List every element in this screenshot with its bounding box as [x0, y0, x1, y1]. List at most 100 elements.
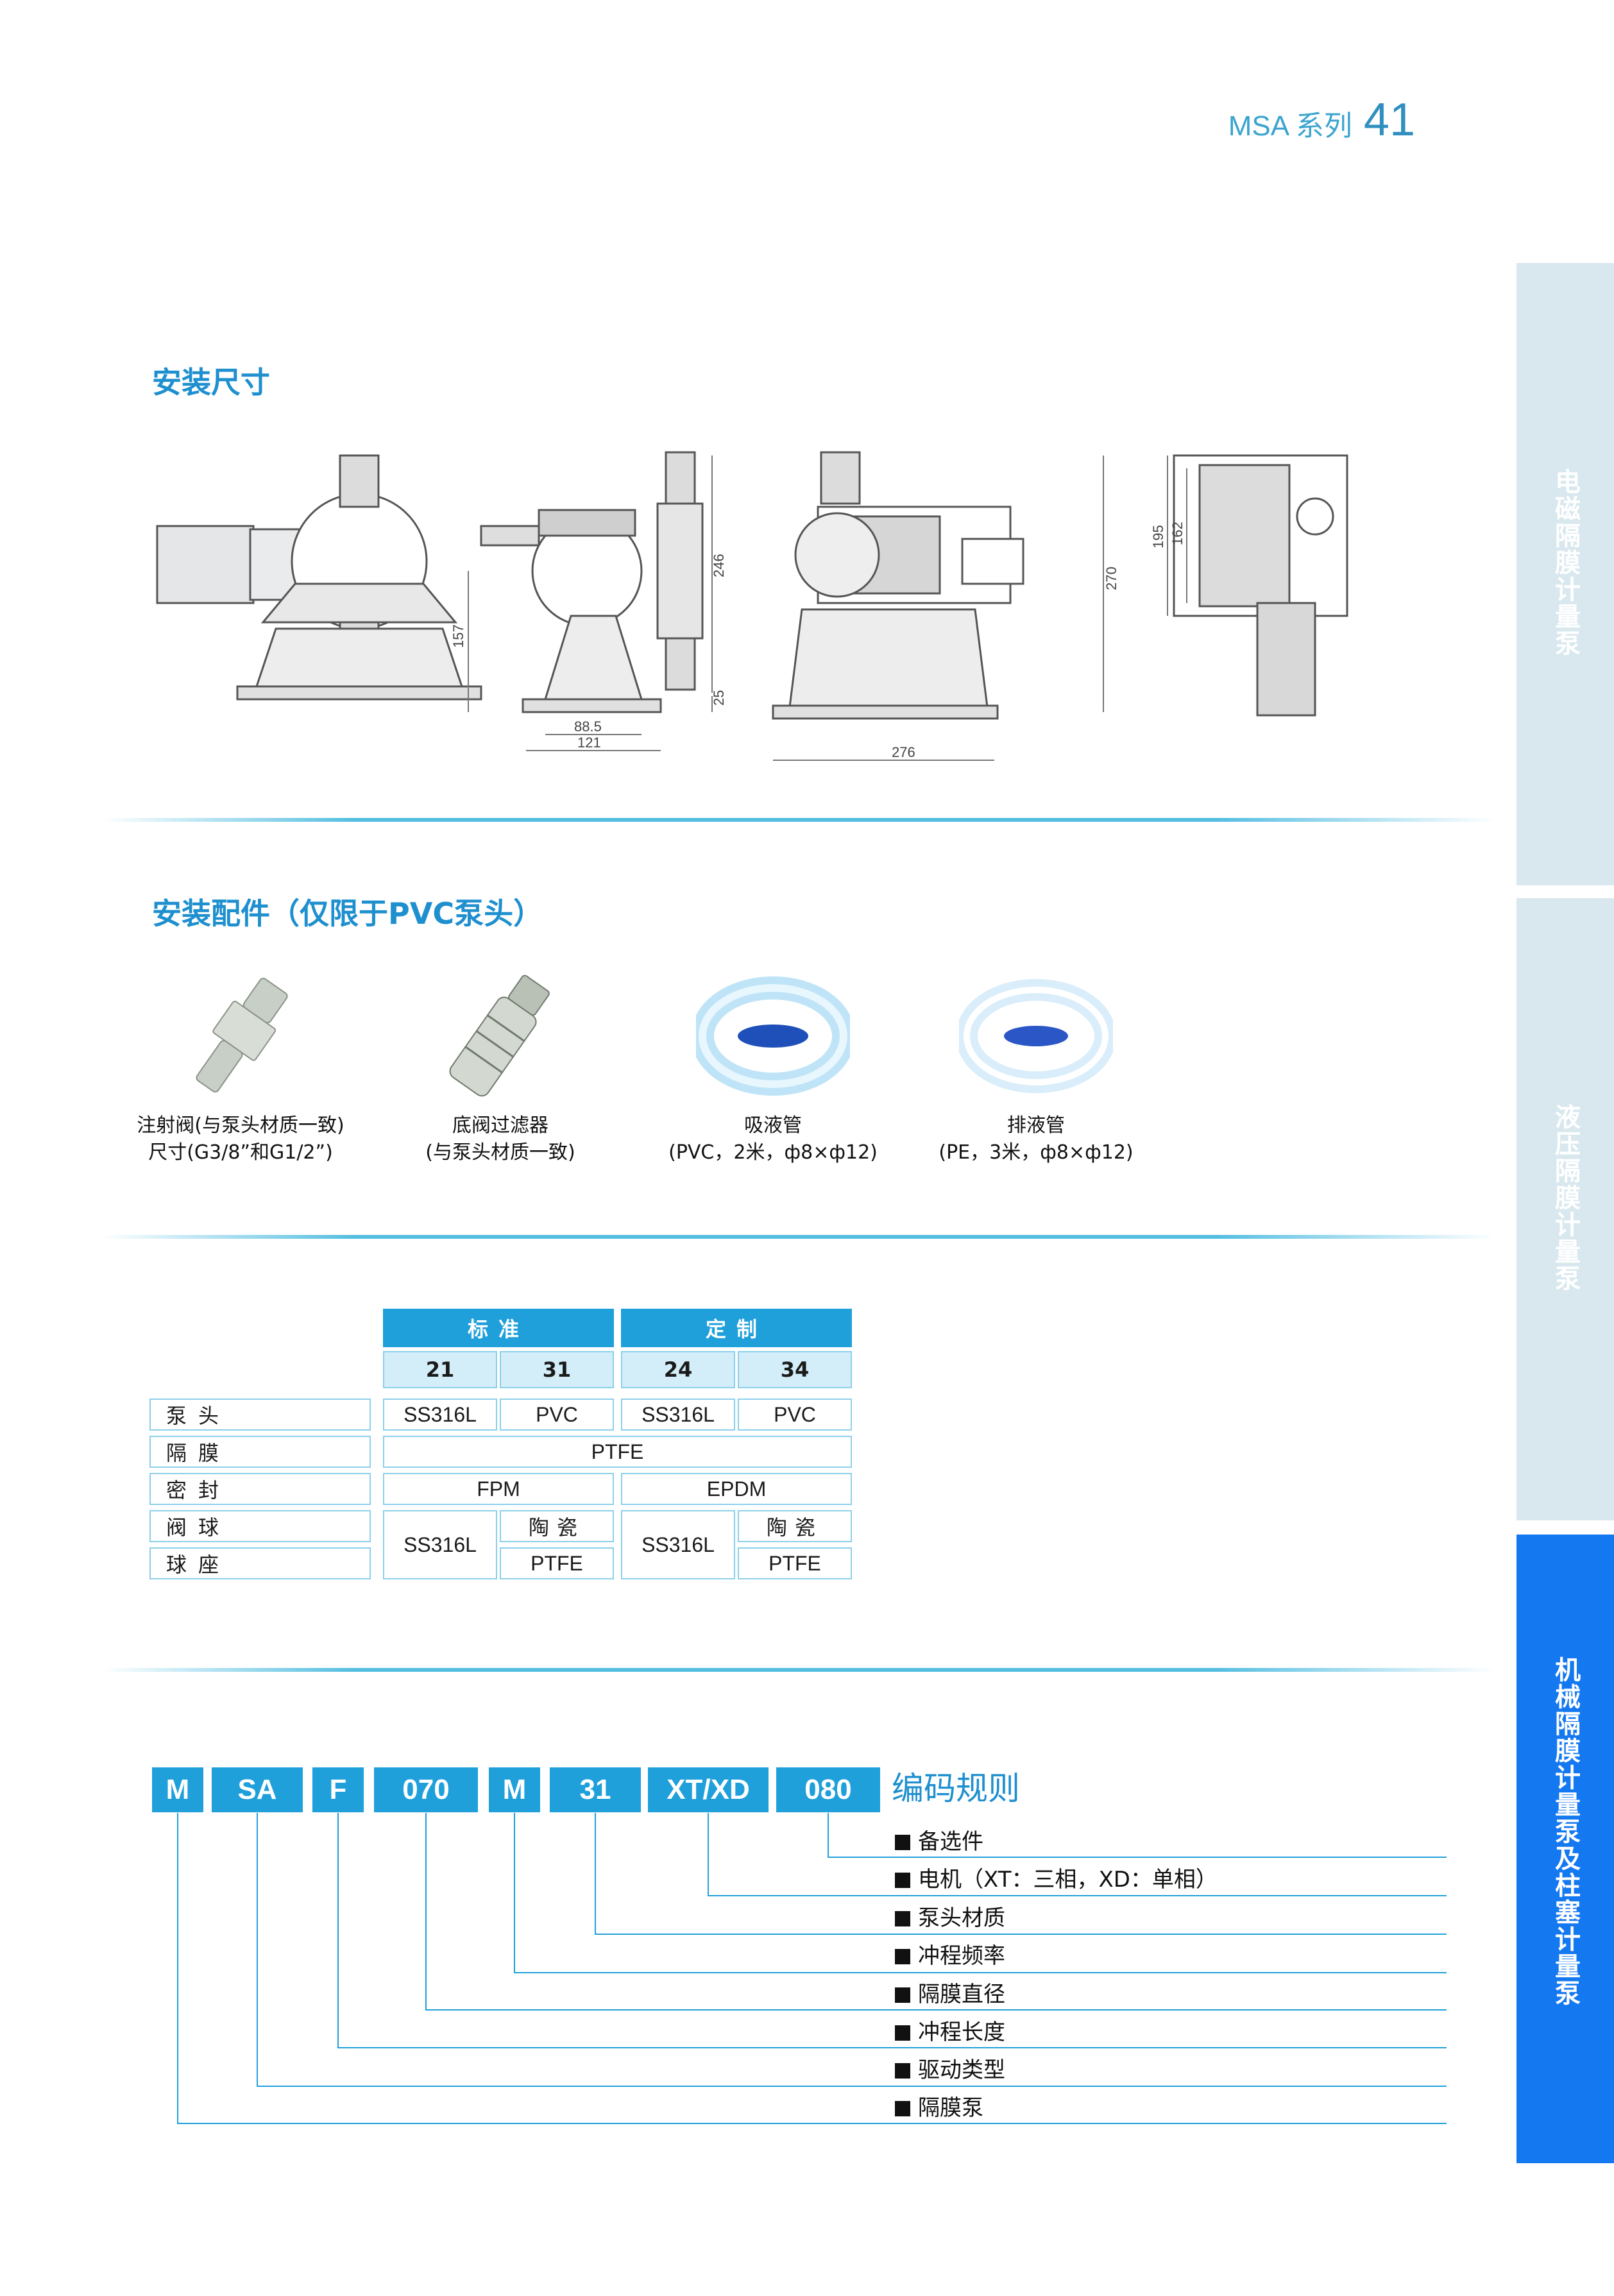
code-header: 34	[738, 1351, 852, 1388]
coding-item: 隔膜直径	[895, 1977, 1005, 2008]
cell-valve-ball: 陶瓷	[738, 1510, 852, 1542]
coding-item: 泵头材质	[895, 1900, 1005, 1932]
coding-item-label: 冲程频率	[918, 1943, 1005, 1969]
cell-ball-seat: PTFE	[738, 1547, 852, 1579]
injection-valve-icon	[196, 978, 288, 1093]
divider	[103, 1235, 1495, 1239]
side-tab-mechanical[interactable]: 机械隔膜计量泵及柱塞计量泵	[1516, 1535, 1614, 2163]
coding-title: 编码规则	[892, 1770, 1020, 1807]
side-tab-solenoid[interactable]: 电磁隔膜计量泵	[1516, 263, 1614, 885]
coding-item: 冲程长度	[895, 2014, 1005, 2046]
rear-dimension-lines	[773, 455, 1104, 761]
caption-line-1: 注射阀(与泵头材质一致)	[137, 1114, 344, 1137]
caption-line-2: (与泵头材质一致)	[425, 1141, 575, 1164]
dim-25: 25	[711, 690, 727, 706]
bullet-square-icon	[895, 2101, 910, 2116]
code-box: M	[152, 1767, 203, 1812]
side-tab-label: 电磁隔膜计量泵	[1550, 468, 1580, 657]
cell-ball-seat: PTFE	[500, 1547, 614, 1579]
group-header-standard: 标准	[383, 1309, 614, 1347]
accessory-injection-valve: 注射阀(与泵头材质一致) 尺寸(G3/8”和G1/2”)	[128, 962, 353, 1166]
bullet-square-icon	[895, 1911, 910, 1926]
dim-195: 195	[1150, 525, 1166, 548]
group-header-custom: 定制	[621, 1309, 852, 1347]
suction-tube-icon	[691, 976, 855, 1096]
cell-pump-head: SS316L	[621, 1399, 735, 1431]
row-label-valve-ball: 阀球	[149, 1510, 371, 1542]
coding-item: 电机（XT：三相，XD：单相）	[895, 1862, 1218, 1893]
side-tab-hydraulic[interactable]: 液压隔膜计量泵	[1516, 898, 1614, 1520]
cell-pump-head: SS316L	[383, 1399, 497, 1431]
dim-157: 157	[450, 624, 466, 648]
code-header: 24	[621, 1351, 735, 1388]
cell-pump-head: PVC	[738, 1399, 852, 1431]
cell-ball-seat-steel: SS316L	[621, 1510, 735, 1579]
cell-valve-ball: 陶瓷	[500, 1510, 614, 1542]
accessory-suction-tube: 吸液管 (PVC，2米，ф8×ф12)	[654, 962, 892, 1166]
caption-line-2: (PE，3米，ф8×ф12)	[939, 1141, 1134, 1164]
rear-view	[772, 451, 1024, 720]
divider	[103, 818, 1495, 822]
side-tab-label: 液压隔膜计量泵	[1550, 1103, 1580, 1292]
caption-line-1: 排液管	[1007, 1114, 1065, 1137]
caption-line-2: (PVC，2米，ф8×ф12)	[668, 1141, 878, 1164]
accessories-title: 安装配件（仅限于PVC泵头）	[152, 896, 543, 931]
coding-item-label: 冲程长度	[918, 2020, 1005, 2045]
top-view	[1173, 454, 1348, 717]
dim-246: 246	[711, 554, 727, 577]
row-label-seal: 密封	[149, 1473, 371, 1505]
code-box: XT/XD	[648, 1767, 769, 1812]
coding-item-label: 备选件	[918, 1829, 983, 1855]
side-view	[480, 451, 704, 713]
coding-item-label: 驱动类型	[918, 2057, 1005, 2083]
caption-line-2: 尺寸(G3/8”和G1/2”)	[148, 1141, 333, 1164]
code-box: 31	[550, 1767, 641, 1812]
bullet-square-icon	[895, 1873, 910, 1888]
bullet-square-icon	[895, 1987, 910, 2003]
code-header: 21	[383, 1351, 497, 1388]
bullet-square-icon	[895, 2063, 910, 2079]
page-number: 41	[1363, 94, 1415, 146]
dim-270: 270	[1103, 566, 1119, 590]
dim-162: 162	[1169, 522, 1185, 545]
caption-line-1: 底阀过滤器	[452, 1114, 548, 1137]
coding-item-label: 泵头材质	[918, 1905, 1005, 1931]
code-box: 080	[776, 1767, 880, 1812]
code-box: M	[489, 1767, 540, 1812]
coding-item: 冲程频率	[895, 1938, 1005, 1969]
pump-dimension-drawings: 157 246 25 88.5 121 270 276 195 162	[156, 451, 1348, 761]
code-header: 31	[500, 1351, 614, 1388]
divider	[103, 1668, 1495, 1672]
code-box: SA	[212, 1767, 303, 1812]
coding-item: 驱动类型	[895, 2052, 1005, 2084]
accessory-foot-valve: 底阀过滤器 (与泵头材质一致)	[398, 962, 603, 1166]
cell-ball-seat-steel: SS316L	[383, 1510, 497, 1579]
cell-seal: FPM	[383, 1473, 614, 1505]
accessory-discharge-tube: 排液管 (PE，3米，ф8×ф12)	[917, 962, 1155, 1166]
dim-121: 121	[577, 735, 601, 751]
side-tab-label: 机械隔膜计量泵及柱塞计量泵	[1550, 1656, 1580, 2007]
cell-pump-head: PVC	[500, 1399, 614, 1431]
discharge-tube-icon	[956, 979, 1116, 1093]
row-label-ball-seat: 球座	[149, 1547, 371, 1579]
front-view	[156, 454, 482, 701]
coding-item-label: 隔膜直径	[918, 1982, 1005, 2007]
dim-88-5: 88.5	[574, 719, 602, 735]
dim-276: 276	[892, 744, 915, 760]
side-dimension-lines	[468, 455, 713, 751]
coding-item: 备选件	[895, 1824, 983, 1855]
foot-valve-icon	[449, 974, 550, 1097]
top-dimension-lines	[1167, 455, 1187, 616]
series-label: MSA 系列	[1228, 110, 1352, 142]
coding-item: 隔膜泵	[895, 2090, 983, 2122]
cell-diaphragm: PTFE	[383, 1436, 852, 1468]
code-box: 070	[374, 1767, 478, 1812]
bullet-square-icon	[895, 1835, 910, 1850]
row-label-pump-head: 泵头	[149, 1399, 371, 1431]
code-box: F	[312, 1767, 364, 1812]
page-header: MSA 系列 41	[1228, 94, 1415, 146]
cell-seal: EPDM	[621, 1473, 852, 1505]
caption-line-1: 吸液管	[744, 1114, 802, 1137]
coding-item-label: 电机（XT：三相，XD：单相）	[918, 1867, 1218, 1892]
